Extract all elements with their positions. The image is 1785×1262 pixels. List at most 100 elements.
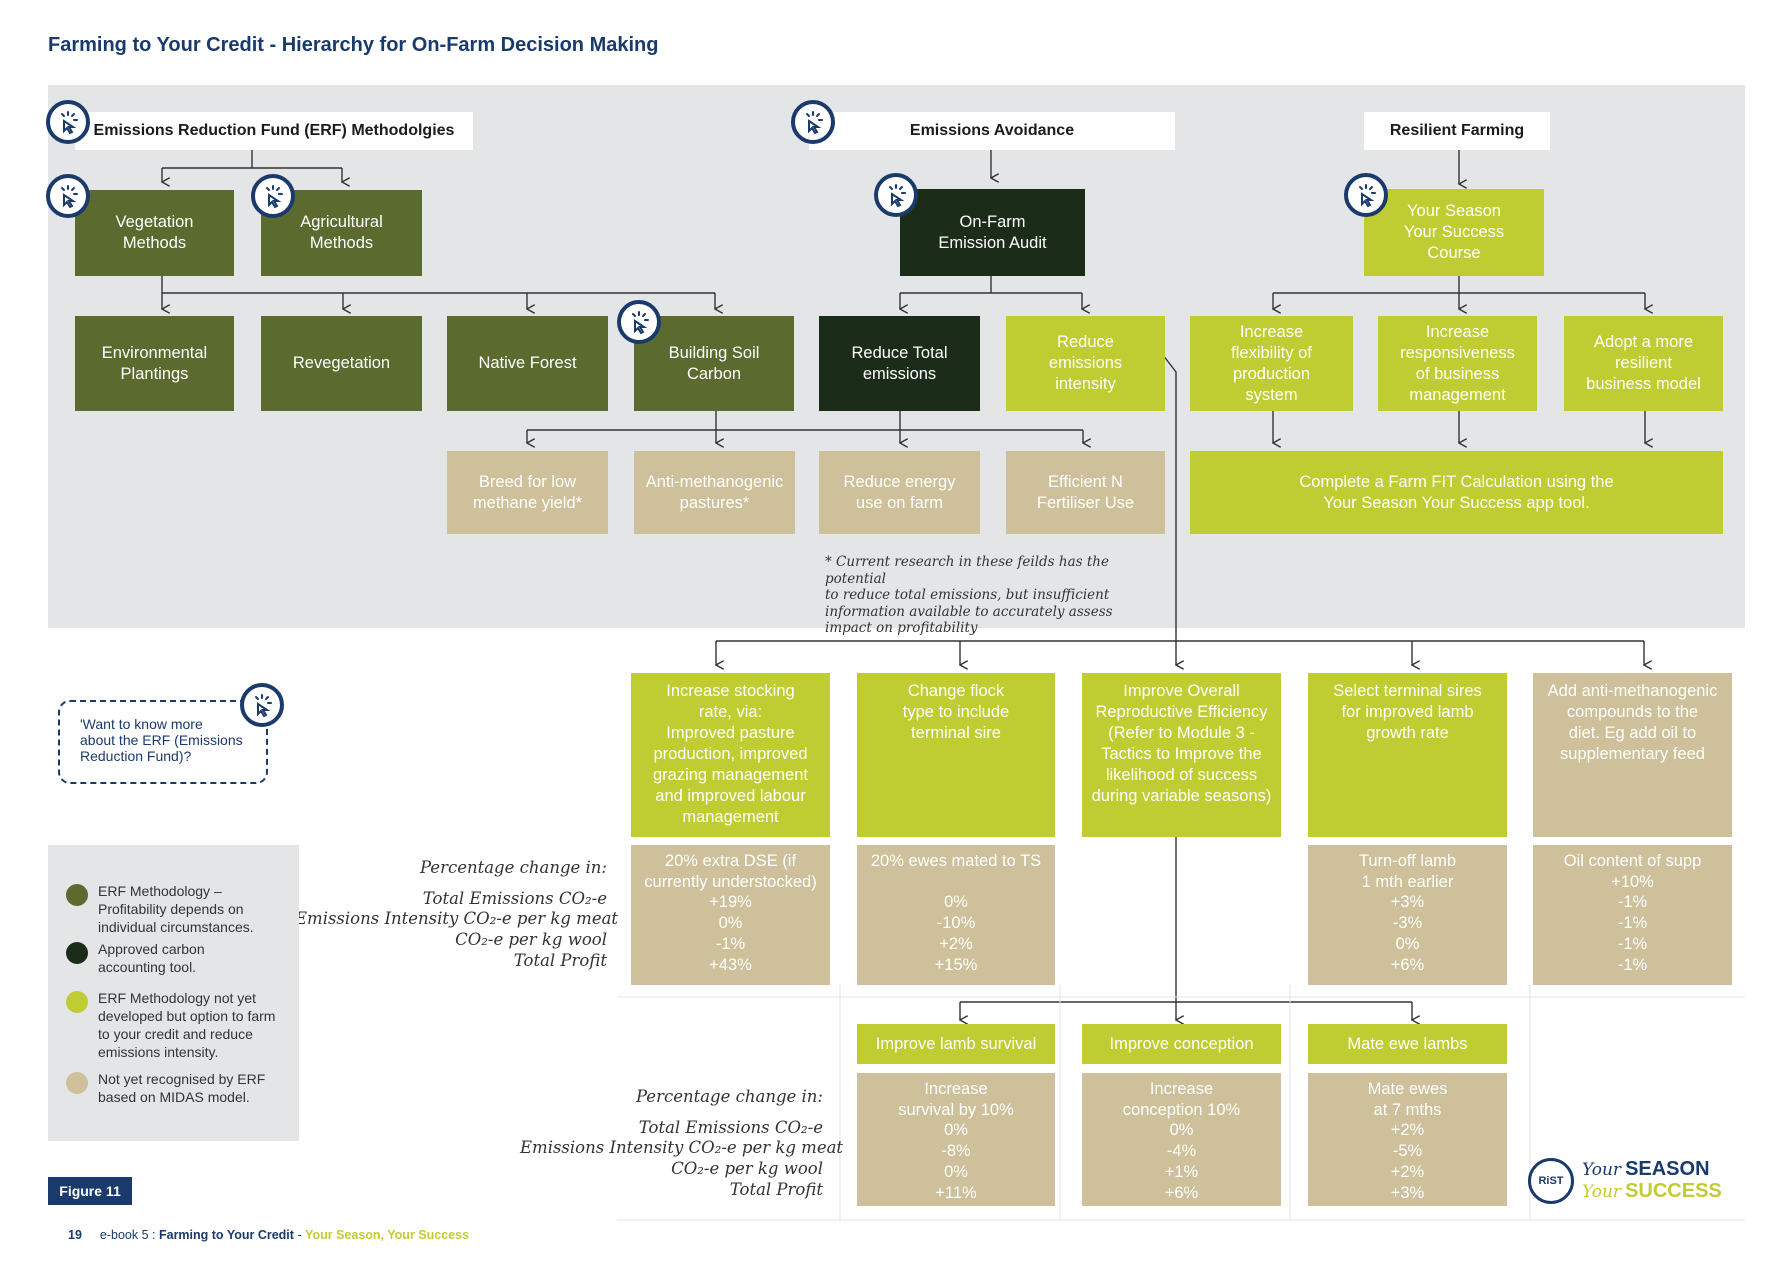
legend-item-beige: Not yet recognised by ERF based on MIDAS… [66,1070,265,1106]
value-profit: +43% [709,955,752,974]
value-wool: +1% [1164,1162,1199,1181]
percentage-labels-bottom: Percentage change in: Total Emissions CO… [520,1087,843,1201]
legend-dot [66,942,88,964]
value-wool: +2% [939,934,973,953]
pointer-hand-icon[interactable] [791,100,835,144]
pct-total-emissions: Total Emissions CO₂-e [422,888,607,908]
node-reduce-total-emissions: Reduce Total emissions [819,316,980,411]
legend: ERF Methodology – Profitability depends … [48,845,299,1141]
pointer-hand-icon[interactable] [251,174,295,218]
value-intensity: -1% [1617,914,1648,933]
pct-heading: Percentage change in: [635,1087,823,1106]
scenario: 20% extra DSE (if currently understocked… [644,852,817,891]
node-reduce-energy-use: Reduce energy use on farm [819,451,980,534]
strategy-increase-stocking-rate: Increase stocking rate, via: Improved pa… [631,673,830,837]
pct-total-emissions: Total Emissions CO₂-e [638,1117,823,1137]
value-total: 0% [944,893,968,912]
scenario: Oil content of supp +10% [1563,852,1702,891]
scenario: 20% ewes mated to TS [870,852,1042,870]
values-ewe-lambs: Mate ewes at 7 mths +2% -5% +2% +3% [1308,1073,1507,1206]
node-your-season-course: Your Season Your Success Course [1364,189,1544,276]
value-wool: 0% [1395,934,1420,953]
values-anti-methanogenic: Oil content of supp +10% -1% -1% -1% -1% [1533,845,1732,985]
legend-dot [66,1072,88,1094]
node-agricultural-methods: Agricultural Methods [261,190,422,276]
legend-label: Approved carbon accounting tool. [98,941,205,975]
value-wool: -1% [715,934,746,953]
erf-info-callout[interactable]: 'Want to know more about the ERF (Emissi… [58,700,268,784]
value-total: -1% [1617,893,1648,912]
legend-dot [66,884,88,906]
values-terminal-sires: Turn-off lamb 1 mth earlier +3% -3% 0% +… [1308,845,1507,985]
value-total: +3% [1390,893,1425,912]
value-profit: -1% [1617,955,1648,974]
legend-item-lime: ERF Methodology not yet developed but op… [66,989,275,1061]
legend-item-dark: Approved carbon accounting tool. [66,940,205,976]
footer-separator: - [293,1228,306,1242]
node-vegetation-methods: Vegetation Methods [75,190,234,276]
node-increase-responsiveness: Increase responsiveness of business mana… [1378,316,1537,411]
value-total: 0% [944,1121,968,1140]
node-environmental-plantings: Environmental Plantings [75,316,234,411]
value-wool: +2% [1390,1162,1425,1181]
scenario: Turn-off lamb 1 mth earlier [1358,852,1457,891]
legend-dot [66,991,88,1013]
footer-book-title: Farming to Your Credit [158,1228,294,1242]
value-intensity: -3% [1392,914,1423,933]
footer-series: Your Season, Your Success [305,1228,470,1242]
pointer-hand-icon[interactable] [874,173,918,217]
values-conception: Increase conception 10% 0% -4% +1% +6% [1082,1073,1281,1206]
scenario: Increase conception 10% [1122,1080,1241,1119]
repro-mate-ewe-lambs: Mate ewe lambs [1308,1024,1507,1064]
value-wool: 0% [944,1162,968,1181]
value-total: +2% [1390,1121,1425,1140]
values-stocking-rate: 20% extra DSE (if currently understocked… [631,845,830,985]
node-anti-methanogenic-pastures: Anti-methanogenic pastures* [634,451,795,534]
node-reduce-emissions-intensity: Reduce emissions intensity [1006,316,1165,411]
value-total: 0% [1169,1121,1194,1140]
strategy-change-flock-type: Change flock type to include terminal si… [857,673,1055,837]
page-title: Farming to Your Credit - Hierarchy for O… [48,34,659,56]
pointer-hand-icon[interactable] [617,300,661,344]
rist-logo-mark: RiST [1528,1158,1574,1204]
node-native-forest: Native Forest [447,316,608,411]
value-wool: -1% [1617,934,1648,953]
repro-improve-conception: Improve conception [1082,1024,1281,1064]
header-erf-methodologies: Emissions Reduction Fund (ERF) Methodolg… [75,112,473,150]
legend-label: Not yet recognised by ERF based on MIDAS… [98,1071,266,1105]
node-revegetation: Revegetation [261,316,422,411]
percentage-labels-top: Percentage change in: Total Emissions CO… [295,858,619,972]
strategy-anti-methanogenic-compounds: Add anti-methanogenic compounds to the d… [1533,673,1732,837]
pct-total-profit: Total Profit [729,1179,823,1199]
pointer-hand-icon[interactable] [240,683,284,727]
value-intensity: -5% [1392,1142,1423,1161]
logo-your: Your [1582,1182,1622,1202]
footnote: * Current research in these feilds has t… [825,554,1113,636]
pointer-hand-icon[interactable] [46,100,90,144]
pointer-hand-icon[interactable] [1344,173,1388,217]
node-breed-low-methane: Breed for low methane yield* [447,451,608,534]
repro-improve-lamb-survival: Improve lamb survival [857,1024,1055,1064]
node-building-soil-carbon: Building Soil Carbon [634,316,794,411]
legend-label: ERF Methodology – Profitability depends … [98,883,254,935]
value-profit: +15% [934,955,978,974]
value-profit: +11% [935,1183,977,1202]
header-emissions-avoidance: Emissions Avoidance [809,112,1175,150]
page-number: 19 [68,1228,82,1242]
value-profit: +6% [1164,1183,1199,1202]
node-resilient-business-model: Adopt a more resilient business model [1564,316,1723,411]
value-profit: +3% [1390,1183,1425,1202]
value-intensity: -8% [941,1142,971,1161]
strategy-improve-reproductive-efficiency: Improve Overall Reproductive Efficiency … [1082,673,1281,837]
node-on-farm-emission-audit: On-Farm Emission Audit [900,189,1085,276]
pct-emissions-intensity: Emissions Intensity CO₂-e per kg meat [295,909,619,929]
value-intensity: 0% [718,914,743,933]
legend-item-olive: ERF Methodology – Profitability depends … [66,882,254,936]
logo-season: SEASON [1625,1158,1710,1180]
pct-wool: CO₂-e per kg wool [671,1159,823,1179]
pointer-hand-icon[interactable] [46,174,90,218]
